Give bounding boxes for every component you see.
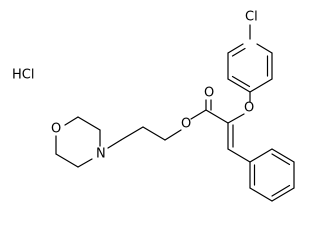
- bond: [249, 187, 273, 202]
- chlorophenyl-ring: [227, 43, 273, 93]
- ether-oxygen-atom: O: [244, 101, 254, 116]
- bond: [231, 75, 251, 88]
- bond: [249, 148, 273, 163]
- structure-diagram: HCl Cl O O O: [12, 9, 295, 202]
- bond: [55, 153, 79, 168]
- bond: [227, 78, 251, 93]
- bond: [227, 43, 244, 54]
- bond: [120, 126, 144, 141]
- bond: [164, 129, 182, 141]
- bond: [271, 153, 291, 166]
- bond: [271, 187, 295, 202]
- bond: [249, 78, 273, 93]
- chlorine-atom: Cl: [245, 10, 258, 25]
- bond: [271, 184, 291, 197]
- bond: [142, 126, 166, 141]
- bond: [205, 109, 229, 124]
- bond: [231, 47, 246, 57]
- morpholine-ring: [55, 116, 101, 168]
- bond: [271, 148, 295, 163]
- carbonyl-oxygen-atom: O: [204, 86, 214, 101]
- bond: [77, 158, 93, 168]
- phenyl-ring: [249, 148, 295, 202]
- bond: [77, 116, 101, 131]
- bond: [107, 139, 122, 149]
- salt-label: HCl: [12, 68, 34, 83]
- bond: [64, 116, 79, 126]
- bond: [227, 148, 251, 163]
- molecule-drawing: HCl Cl O O O: [12, 10, 295, 202]
- ester-oxygen-atom: O: [181, 117, 191, 132]
- bond: [227, 113, 245, 124]
- morpholine-oxygen-atom: O: [51, 122, 61, 137]
- bond: [190, 109, 207, 120]
- bond: [256, 43, 273, 54]
- morpholine-nitrogen-atom: N: [96, 147, 106, 162]
